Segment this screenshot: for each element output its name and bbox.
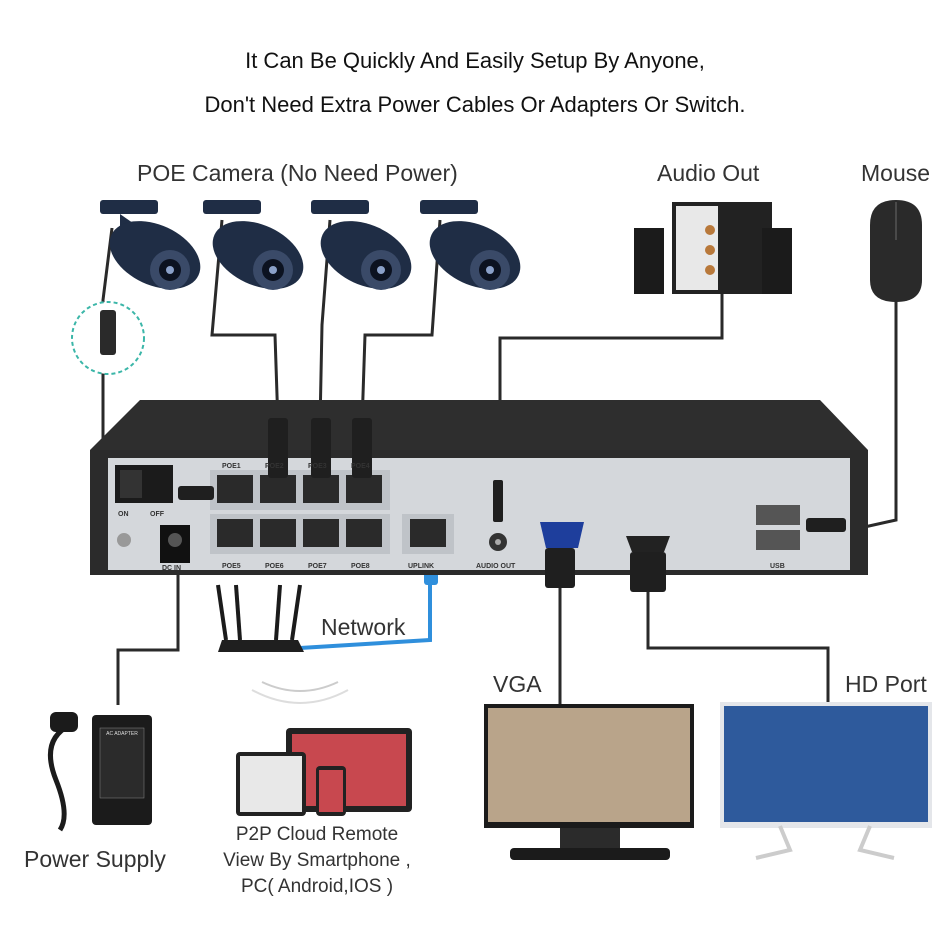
poe2-label: POE2 <box>265 463 284 470</box>
poe5-label: POE5 <box>222 563 241 570</box>
vga-monitor <box>484 704 694 860</box>
mouse-label: Mouse <box>861 160 931 186</box>
headline-line-2: Don't Need Extra Power Cables Or Adapter… <box>204 92 746 117</box>
camera-plugs <box>178 418 846 592</box>
poe4-label: POE4 <box>351 463 370 470</box>
p2p-caption-line-3: PC( Android,IOS ) <box>240 876 394 897</box>
poe-camera-label: POE Camera (No Need Power) <box>137 160 458 186</box>
vga-label: VGA <box>493 671 542 697</box>
p2p-caption-line-1: P2P Cloud Remote <box>235 824 399 845</box>
network-label: Network <box>321 614 406 640</box>
audio-out-label: Audio Out <box>657 160 760 186</box>
on-label: ON <box>118 511 129 518</box>
off-label: OFF <box>150 511 165 518</box>
hd-port-label: HD Port <box>845 671 927 697</box>
nvr-recorder <box>90 400 868 575</box>
uplink-label: UPLINK <box>408 563 434 570</box>
headline-line-1: It Can Be Quickly And Easily Setup By An… <box>245 48 705 73</box>
rj45-connector-icon <box>100 310 116 355</box>
poe-camera-4 <box>420 200 521 290</box>
poe6-label: POE6 <box>265 563 284 570</box>
network-cable <box>299 560 432 650</box>
poe1-label: POE1 <box>222 463 241 470</box>
poe3-label: POE3 <box>308 463 327 470</box>
p2p-devices <box>236 728 412 816</box>
p2p-caption: P2P Cloud Remote View By Smartphone , PC… <box>212 822 422 900</box>
router-device <box>216 584 349 704</box>
hd-monitor <box>720 702 932 860</box>
p2p-caption-line-2: View By Smartphone , <box>223 850 411 871</box>
audio-out-port-label: AUDIO OUT <box>476 563 516 570</box>
power-adapter: AC ADAPTER <box>47 712 152 832</box>
poe-camera-3 <box>311 200 412 290</box>
poe8-label: POE8 <box>351 563 370 570</box>
speaker-set <box>634 202 792 294</box>
poe7-label: POE7 <box>308 563 327 570</box>
adapter-text: AC ADAPTER <box>106 731 138 737</box>
dc-in-label: DC IN <box>162 565 181 572</box>
power-supply-label: Power Supply <box>24 846 166 872</box>
mouse-device <box>870 200 922 302</box>
poe-camera-2 <box>203 200 304 290</box>
usb-label: USB <box>770 563 785 570</box>
poe-camera-1 <box>100 200 201 290</box>
camera-cables <box>101 219 898 705</box>
